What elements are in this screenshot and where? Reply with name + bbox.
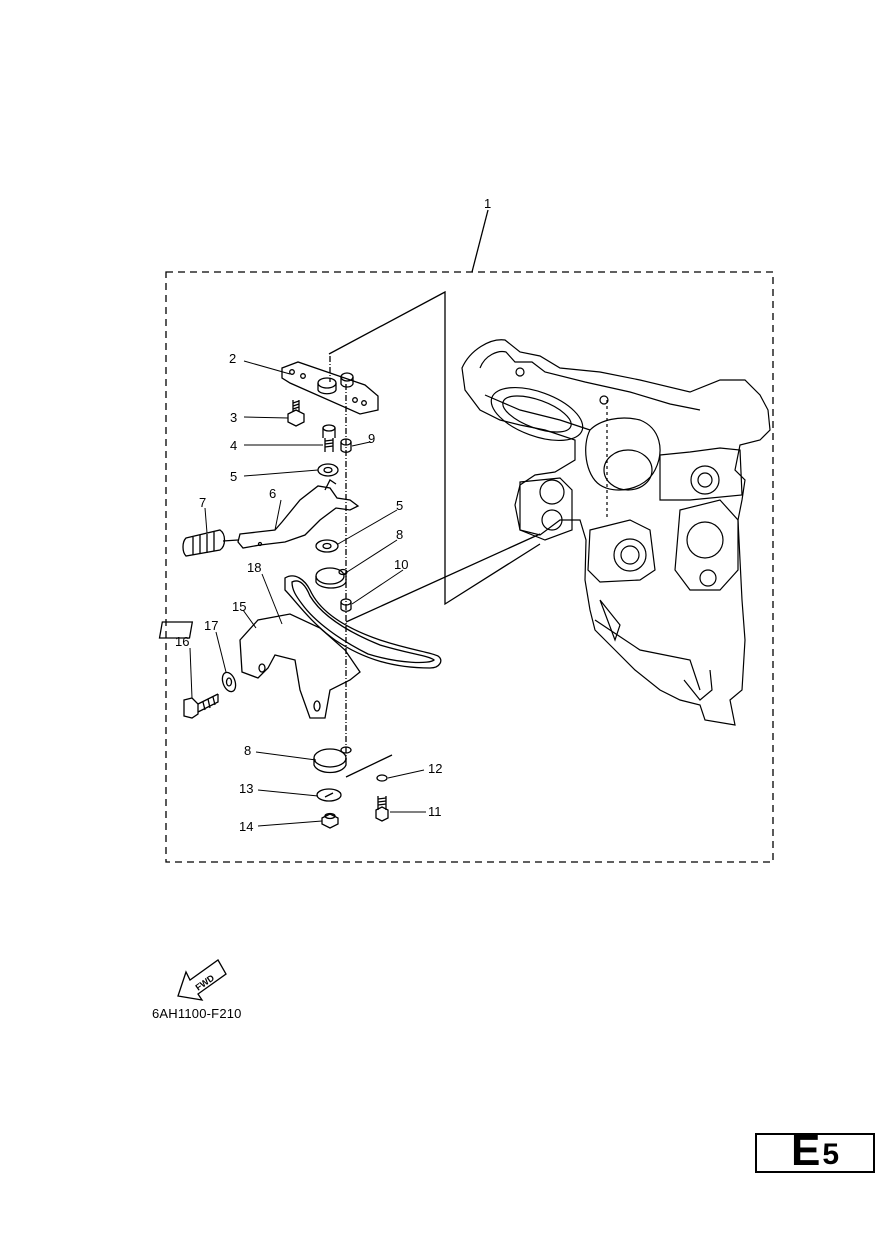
assembly-boundary bbox=[165, 271, 774, 863]
part-13-washer bbox=[316, 788, 342, 802]
drawing-code: 6AH1100-F210 bbox=[152, 1006, 242, 1021]
callout-8-upper: 8 bbox=[396, 527, 403, 542]
callout-3: 3 bbox=[230, 410, 237, 425]
part-7-grip bbox=[182, 529, 226, 557]
part-2-cover-plate bbox=[281, 361, 379, 415]
callout-14: 14 bbox=[239, 819, 253, 834]
callout-13: 13 bbox=[239, 781, 253, 796]
part-8-friction-plate-upper bbox=[315, 567, 348, 589]
part-16-bolt bbox=[183, 693, 219, 719]
part-4-pin bbox=[322, 424, 336, 452]
callout-16: 16 bbox=[175, 634, 189, 649]
part-6-lever bbox=[237, 485, 360, 549]
callout-1: 1 bbox=[484, 196, 491, 211]
part-3-bolt bbox=[287, 400, 305, 427]
part-12-washer bbox=[376, 774, 388, 782]
callout-2: 2 bbox=[229, 351, 236, 366]
assembly-plane-lower bbox=[345, 754, 393, 778]
callout-17: 17 bbox=[204, 618, 218, 633]
part-11-bolt bbox=[375, 796, 389, 822]
swivel-bracket-housing bbox=[461, 339, 771, 726]
callout-15: 15 bbox=[232, 599, 246, 614]
callout-7: 7 bbox=[199, 495, 206, 510]
part-9-collar bbox=[340, 438, 352, 453]
callout-6: 6 bbox=[269, 486, 276, 501]
page-indicator: E 5 bbox=[755, 1126, 875, 1175]
callout-10: 10 bbox=[394, 557, 408, 572]
part-17-washer bbox=[221, 671, 237, 693]
part-18-friction-plate bbox=[284, 575, 442, 669]
callout-4: 4 bbox=[230, 438, 237, 453]
part-10-collar bbox=[340, 598, 352, 612]
callout-11: 11 bbox=[428, 804, 442, 819]
section-letter: E bbox=[790, 1126, 821, 1175]
part-5-washer-lower bbox=[315, 539, 339, 553]
part-14-nut bbox=[321, 812, 339, 829]
part-15-bracket bbox=[158, 613, 361, 719]
callout-12: 12 bbox=[428, 761, 442, 776]
callout-9: 9 bbox=[368, 431, 375, 446]
callout-18: 18 bbox=[247, 560, 261, 575]
callout-leaders bbox=[189, 360, 426, 827]
callout-5-lower: 5 bbox=[396, 498, 403, 513]
assembly-leader bbox=[471, 209, 489, 273]
fwd-arrow-icon bbox=[177, 959, 227, 1001]
callout-5-upper: 5 bbox=[230, 469, 237, 484]
callout-8-lower: 8 bbox=[244, 743, 251, 758]
page-number: 5 bbox=[822, 1138, 840, 1171]
part-5-washer-upper bbox=[317, 463, 339, 477]
part-8-friction-plate-lower bbox=[313, 746, 352, 774]
assembly-plane-upper bbox=[328, 290, 541, 606]
